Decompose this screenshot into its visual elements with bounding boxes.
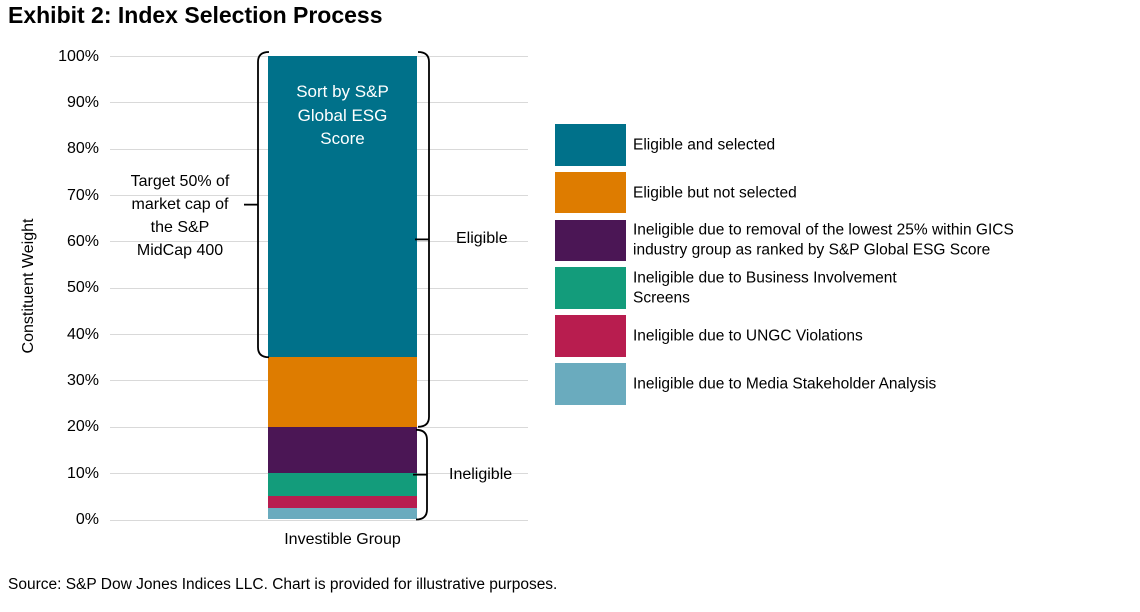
legend-label: Ineligible due to Media Stakeholder Anal… [633, 374, 936, 394]
legend-label: Eligible but not selected [633, 183, 797, 203]
text-line: Screens [633, 289, 690, 307]
bar-segment-1 [268, 56, 417, 358]
legend-swatch [555, 219, 626, 262]
source-note: Source: S&P Dow Jones Indices LLC. Chart… [8, 576, 558, 593]
y-tick-label: 40% [66, 325, 99, 343]
chart-title: Exhibit 2: Index Selection Process [8, 2, 383, 28]
text-line: Ineligible due to removal of the lowest … [633, 221, 1014, 239]
text-line: Sort by S&P [296, 82, 389, 101]
legend-label: Ineligible due to UNGC Violations [633, 326, 863, 346]
y-tick-label: 100% [58, 47, 99, 65]
y-tick-label: 70% [66, 186, 99, 204]
legend-label: Eligible and selected [633, 135, 775, 155]
legend-item: Ineligible due to UNGC Violations [555, 315, 1115, 357]
ineligible-brace-label: Ineligible [449, 465, 513, 483]
text-line: MidCap 400 [136, 242, 224, 259]
y-tick-label: 30% [66, 371, 99, 389]
brace [417, 51, 430, 428]
gridline [110, 519, 528, 521]
y-tick-label: 0% [75, 511, 99, 528]
text-line: Ineligible due to Business Involvement [633, 269, 897, 287]
text-line: Global ESG [297, 105, 388, 125]
text-line: industry group as ranked by S&P Global E… [633, 241, 991, 259]
legend-swatch [555, 363, 626, 405]
text-line: Ineligible due to Media Stakeholder Anal… [633, 375, 937, 392]
text-line: market cap of [131, 196, 229, 213]
legend-swatch [555, 267, 626, 309]
bar-inner-label: Sort by S&P Global ESG Score [268, 80, 417, 151]
bar-segment-5 [268, 496, 417, 508]
text-line: Eligible but not selected [633, 183, 797, 201]
bar-segment-6 [268, 507, 417, 520]
legend-item: Ineligible due to removal of the lowest … [555, 219, 1115, 262]
text-line: Ineligible due to UNGC Violations [633, 327, 863, 345]
eligible-brace-label: Eligible [456, 230, 508, 248]
y-axis-title: Constituent Weight [20, 218, 37, 354]
x-axis-label: Investible Group [284, 531, 401, 548]
y-tick-label: 50% [66, 279, 99, 297]
bar-segment-2 [268, 357, 417, 427]
text-line: the S&P [150, 219, 210, 236]
legend-label: Ineligible due to removal of the lowest … [633, 221, 1014, 260]
bar-segment-4 [268, 473, 417, 497]
y-tick-label: 20% [66, 418, 99, 436]
y-tick-label: 10% [66, 464, 99, 482]
legend-swatch [555, 171, 626, 214]
bar-segment-3 [268, 426, 417, 474]
text-line: Eligible and selected [633, 136, 776, 153]
text-line: Score [320, 129, 365, 148]
y-tick-label: 80% [66, 140, 99, 158]
legend-item: Eligible and selected [555, 124, 1115, 166]
legend-item: Eligible but not selected [555, 171, 1115, 214]
legend-swatch [555, 315, 626, 357]
legend-swatch [555, 124, 626, 166]
legend-item: Ineligible due to Media Stakeholder Anal… [555, 363, 1115, 405]
y-tick-label: 90% [66, 93, 99, 111]
brace [415, 428, 428, 521]
text-line: Target 50% of [130, 173, 230, 190]
y-tick-label: 60% [66, 232, 99, 250]
target-note: Target 50% of market cap of the S&P MidCap … [112, 170, 248, 262]
